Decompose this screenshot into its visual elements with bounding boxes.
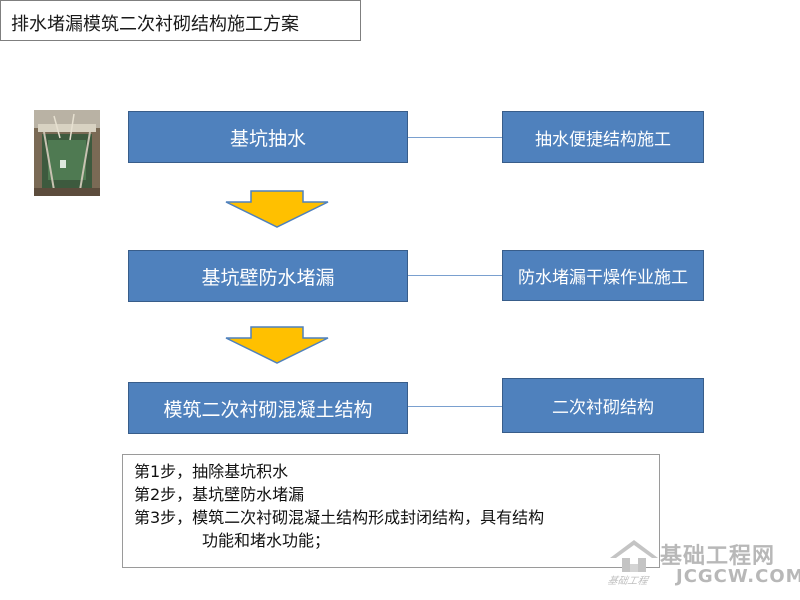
step-3-side-box: 二次衬砌结构	[502, 378, 704, 433]
pit-photo	[34, 110, 100, 196]
step-3-connector	[408, 406, 502, 407]
step-2-connector	[408, 275, 502, 276]
title-box: 排水堵漏模筑二次衬砌结构施工方案	[0, 0, 361, 41]
step-1-connector	[408, 137, 502, 138]
step-2-side-label: 防水堵漏干燥作业施工	[518, 268, 688, 288]
down-arrow-1-icon	[225, 190, 329, 228]
step-1-side-label: 抽水便捷结构施工	[535, 129, 671, 150]
step-1-box: 基坑抽水	[128, 111, 408, 163]
note-step-3: 第3步，模筑二次衬砌混凝土结构形成封闭结构，具有结构	[134, 508, 545, 527]
page-title: 排水堵漏模筑二次衬砌结构施工方案	[11, 14, 299, 35]
step-3-side-label: 二次衬砌结构	[552, 398, 654, 418]
down-arrow-2-icon	[225, 326, 329, 364]
step-1-side-box: 抽水便捷结构施工	[502, 111, 704, 163]
note-step-2: 第2步，基坑壁防水堵漏	[134, 485, 305, 504]
step-2-label: 基坑壁防水堵漏	[201, 266, 335, 289]
watermark-script-text: 基础工程	[606, 576, 649, 587]
notes-box: 第1步，抽除基坑积水 第2步，基坑壁防水堵漏 第3步，模筑二次衬砌混凝土结构形成…	[122, 454, 660, 568]
step-3-label: 模筑二次衬砌混凝土结构	[163, 398, 373, 421]
watermark-site-name: 基础工程网	[660, 544, 776, 569]
step-2-side-box: 防水堵漏干燥作业施工	[502, 250, 704, 301]
watermark: 基础工程网 基础工程 JCGCW.COM	[604, 534, 800, 594]
step-2-box: 基坑壁防水堵漏	[128, 250, 408, 302]
watermark-house-logo-icon	[610, 540, 658, 572]
watermark-domain: JCGCW.COM	[676, 566, 800, 587]
step-3-box: 模筑二次衬砌混凝土结构	[128, 382, 408, 434]
note-step-1: 第1步，抽除基坑积水	[134, 462, 289, 481]
step-1-label: 基坑抽水	[229, 127, 306, 150]
note-step-3-continued: 功能和堵水功能；	[202, 531, 331, 550]
